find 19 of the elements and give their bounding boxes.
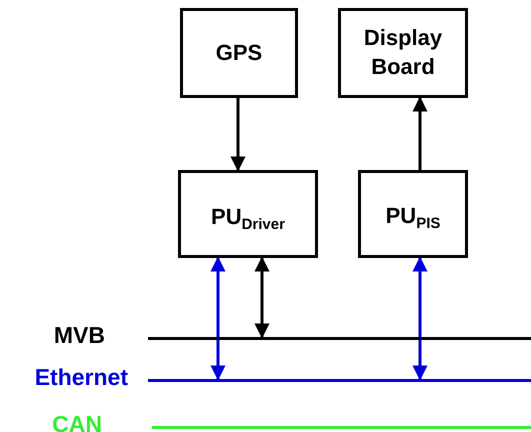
box-label: PU$_{PIS}$ bbox=[386, 202, 440, 234]
process-box bbox=[180, 8, 298, 98]
arrow bbox=[412, 256, 428, 380]
arrow bbox=[412, 96, 428, 170]
process-box bbox=[178, 170, 318, 258]
arrow bbox=[254, 256, 270, 338]
bus-label: MVB bbox=[52, 322, 105, 349]
box-label: PU$_{Driver}$ bbox=[211, 203, 285, 235]
process-box bbox=[338, 8, 468, 98]
arrow bbox=[210, 256, 226, 380]
bus-line bbox=[152, 426, 531, 429]
bus-label: Ethernet bbox=[34, 364, 128, 391]
bus-label: CAN bbox=[51, 411, 102, 432]
bus-line bbox=[148, 337, 531, 340]
box-label: GPS bbox=[216, 38, 262, 67]
process-box bbox=[358, 170, 468, 258]
arrow bbox=[230, 98, 246, 172]
box-label: Display Board bbox=[362, 24, 444, 81]
bus-line bbox=[148, 379, 531, 382]
